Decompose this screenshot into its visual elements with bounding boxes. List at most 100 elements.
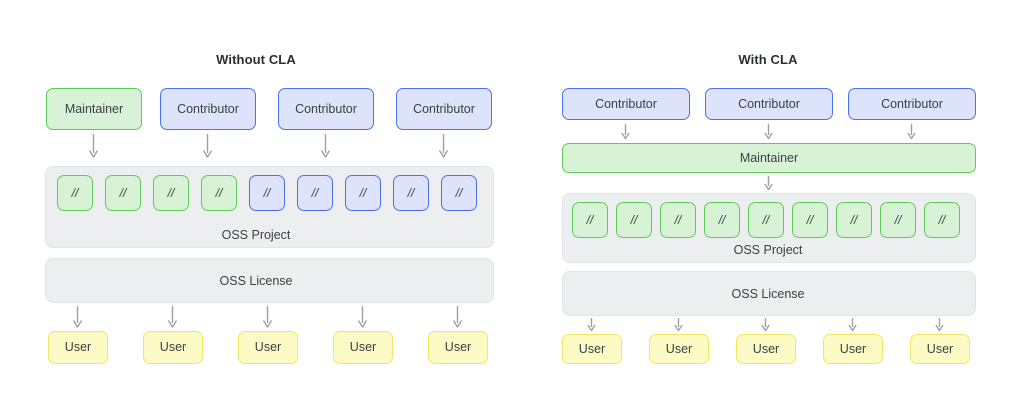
node-label: Maintainer — [64, 101, 124, 116]
code-chip-text: // — [407, 186, 415, 200]
code-chip-text: // — [311, 186, 319, 200]
code-chip: // — [572, 202, 608, 238]
code-chip-text: // — [71, 186, 79, 200]
panel-without-cla: Without CLA Maintainer Contributor Contr… — [45, 52, 494, 364]
code-chip: // — [704, 202, 740, 238]
node-label: Contributor — [738, 96, 800, 111]
code-chip: // — [924, 202, 960, 238]
code-chip-text: // — [263, 186, 271, 200]
node-contributor-right-2: Contributor — [705, 88, 833, 120]
code-chip-text: // — [762, 213, 770, 227]
code-chip-text: // — [806, 213, 814, 227]
node-user-right-2: User — [649, 334, 709, 364]
band-label-oss-license: OSS License — [219, 274, 293, 288]
node-maintainer-left: Maintainer — [46, 88, 142, 130]
code-chip: // — [836, 202, 872, 238]
node-contributor-left-3: Contributor — [396, 88, 492, 130]
arrow-down-icon — [262, 306, 273, 330]
node-label: Contributor — [595, 96, 657, 111]
code-chip-text: // — [586, 213, 594, 227]
node-label: Contributor — [413, 101, 475, 116]
node-user-right-1: User — [562, 334, 622, 364]
node-user-left-4: User — [333, 331, 393, 364]
arrow-down-icon — [906, 124, 917, 142]
node-label: User — [159, 340, 187, 355]
code-chip-text: // — [938, 213, 946, 227]
arrow-down-icon — [320, 134, 331, 160]
code-chip: // — [616, 202, 652, 238]
code-chip: // — [748, 202, 784, 238]
code-chip: // — [105, 175, 141, 211]
node-user-left-1: User — [48, 331, 108, 364]
node-contributor-right-3: Contributor — [848, 88, 976, 120]
node-label: Contributor — [881, 96, 943, 111]
arrow-down-icon — [438, 134, 449, 160]
node-user-left-5: User — [428, 331, 488, 364]
arrow-down-icon — [620, 124, 631, 142]
node-label: User — [578, 341, 606, 356]
code-chip-text: // — [119, 186, 127, 200]
arrow-down-icon — [452, 306, 463, 330]
node-label: User — [64, 340, 92, 355]
arrow-down-icon — [586, 318, 597, 334]
panel-title-without-cla: Without CLA — [216, 52, 296, 67]
code-chip-text: // — [167, 186, 175, 200]
band-label-oss-license: OSS License — [731, 287, 805, 301]
band-label-oss-project: OSS Project — [221, 228, 291, 242]
arrow-down-icon — [88, 134, 99, 160]
arrow-down-icon — [167, 306, 178, 330]
code-chip: // — [393, 175, 429, 211]
code-chip: // — [201, 175, 237, 211]
code-chip: // — [660, 202, 696, 238]
node-contributor-left-2: Contributor — [278, 88, 374, 130]
node-label: Contributor — [177, 101, 239, 116]
band-label-oss-project: OSS Project — [733, 243, 803, 257]
node-user-left-3: User — [238, 331, 298, 364]
code-chip-text: // — [215, 186, 223, 200]
node-user-right-4: User — [823, 334, 883, 364]
arrow-down-icon — [673, 318, 684, 334]
band-oss-license-left — [45, 258, 494, 303]
code-chip-text: // — [455, 186, 463, 200]
node-user-right-5: User — [910, 334, 970, 364]
node-label: Contributor — [295, 101, 357, 116]
arrow-down-icon — [847, 318, 858, 334]
node-label: User — [254, 340, 282, 355]
node-contributor-left-1: Contributor — [160, 88, 256, 130]
code-chip: // — [792, 202, 828, 238]
panel-with-cla: With CLA Contributor Contributor Contrib… — [512, 0, 1024, 416]
code-chip: // — [345, 175, 381, 211]
node-contributor-right-1: Contributor — [562, 88, 690, 120]
code-chip-text: // — [674, 213, 682, 227]
panel-title-with-cla: With CLA — [738, 52, 798, 67]
code-chip: // — [880, 202, 916, 238]
node-label: User — [444, 340, 472, 355]
arrow-down-icon — [763, 176, 774, 193]
code-chip: // — [249, 175, 285, 211]
band-oss-license-right — [562, 271, 976, 316]
arrow-down-icon — [357, 306, 368, 330]
arrow-down-icon — [763, 124, 774, 142]
code-chip: // — [153, 175, 189, 211]
arrow-down-icon — [760, 318, 771, 334]
node-maintainer-right: Maintainer — [562, 143, 976, 173]
node-label: User — [665, 341, 693, 356]
arrow-down-icon — [202, 134, 213, 160]
code-chip-text: // — [359, 186, 367, 200]
code-chip: // — [441, 175, 477, 211]
arrow-down-icon — [72, 306, 83, 330]
arrow-down-icon — [934, 318, 945, 334]
code-chip-text: // — [894, 213, 902, 227]
node-user-left-2: User — [143, 331, 203, 364]
code-chip-text: // — [630, 213, 638, 227]
code-chip: // — [57, 175, 93, 211]
node-label: User — [752, 341, 780, 356]
node-label: User — [349, 340, 377, 355]
code-chip-text: // — [718, 213, 726, 227]
node-label: User — [839, 341, 867, 356]
node-label: User — [926, 341, 954, 356]
code-chip: // — [297, 175, 333, 211]
code-chip-text: // — [850, 213, 858, 227]
node-user-right-3: User — [736, 334, 796, 364]
